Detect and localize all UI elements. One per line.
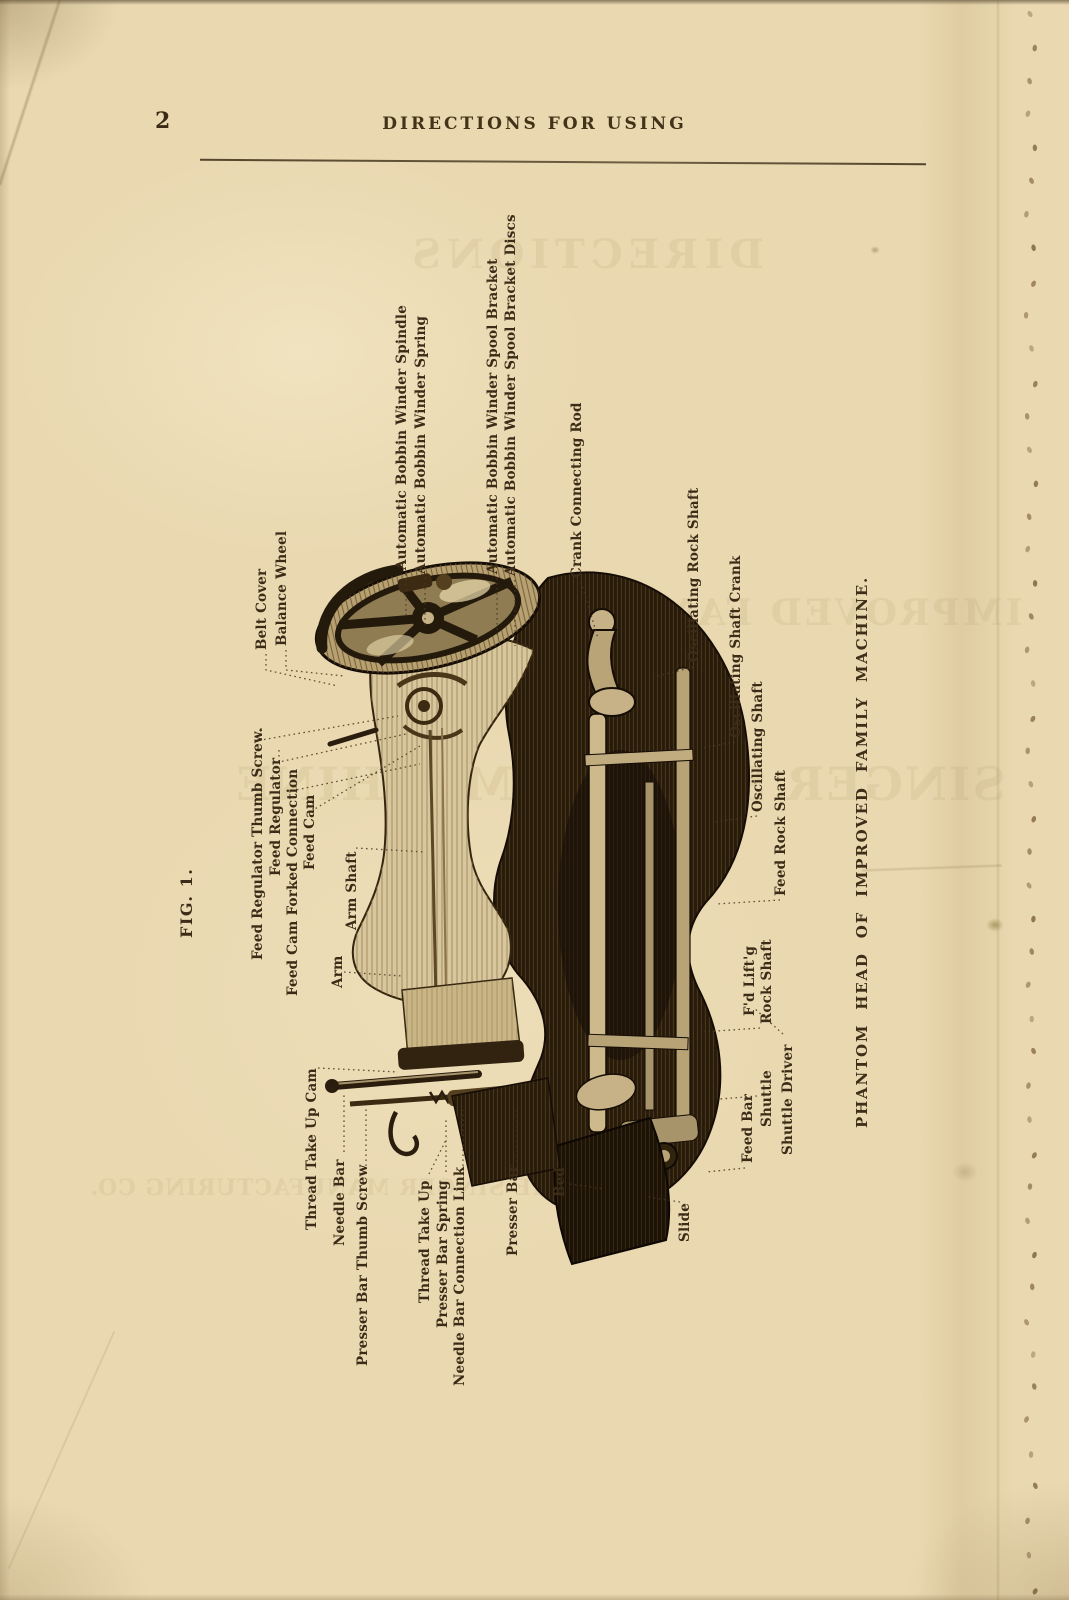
- page-header: DIRECTIONS FOR USING: [382, 114, 687, 134]
- wheel-highlight-1: [439, 579, 491, 603]
- label-bobbin-winder-spool-bracket: Automatic Bobbin Winder Spool Bracket: [485, 258, 501, 575]
- bobbin-winder-part: [397, 573, 433, 593]
- label-feed-regulator-thumb-screw: Feed Regulator Thumb Screw.: [250, 728, 266, 960]
- label-needle-bar: Needle Bar: [332, 1159, 348, 1246]
- thread-take-up-hook: [388, 1110, 419, 1157]
- needle-bar-rod: [330, 1070, 482, 1090]
- right-shaft-bar: [675, 667, 691, 1121]
- slide-plate: [553, 1116, 671, 1266]
- label-fd-liftg-rock-shaft: Rock Shaft: [759, 939, 775, 1024]
- page-number: 2: [155, 108, 171, 134]
- part-labels: Belt Cover Balance Wheel Automatic Bobbi…: [250, 214, 796, 1386]
- label-feed-regulator: Feed Regulator: [268, 757, 284, 876]
- cross-bar-lower: [587, 1033, 689, 1051]
- needle-bar-assembly: [325, 977, 561, 1187]
- feed-regulator-part: [396, 671, 468, 689]
- label-slide: Slide: [677, 1203, 693, 1242]
- oscillating-shaft-bar: [588, 713, 607, 1133]
- belt-cover-part: [316, 564, 404, 654]
- bed-front-edge: [451, 1077, 561, 1187]
- feed-cam-pin: [327, 727, 379, 747]
- label-presser-bar-spring: Presser Bar Spring: [435, 1180, 451, 1328]
- label-oscillating-shaft: Oscillating Shaft: [750, 681, 766, 812]
- cross-bar-upper: [584, 748, 694, 767]
- label-bobbin-winder-spring: Automatic Bobbin Winder Spring: [413, 315, 429, 575]
- wheel-highlight-2: [366, 634, 414, 656]
- balance-wheel: [314, 561, 542, 675]
- label-shuttle: Shuttle: [759, 1070, 775, 1127]
- arm-shaft-rod-highlight: [441, 727, 447, 999]
- forked-connection-part: [402, 724, 464, 740]
- label-feed-cam: Feed Cam: [302, 794, 318, 870]
- label-crank-connecting-rod: Crank Connecting Rod: [569, 402, 585, 578]
- label-fd-liftg: F'd Lift'g: [742, 946, 758, 1016]
- feed-cam-part: [405, 687, 443, 725]
- bed-cavity-shadow: [558, 750, 682, 1060]
- feed-cam-hub: [418, 700, 430, 712]
- figure-caption: PHANTOM HEAD OF IMPROVED FAMILY MACHINE.: [853, 576, 871, 1128]
- label-arm-shaft: Arm Shaft: [344, 851, 360, 931]
- label-shuttle-driver: Shuttle Driver: [780, 1044, 796, 1155]
- label-feed-bar: Feed Bar: [740, 1093, 756, 1163]
- label-oscillating-shaft-crank: Oscillating Shaft Crank: [728, 555, 744, 738]
- arm-shaft-rod: [428, 729, 438, 1001]
- leader-lines: [260, 574, 784, 1203]
- label-presser-bar: Presser Bar: [505, 1164, 521, 1256]
- feed-rock-shaft-bar: [644, 781, 655, 1111]
- label-oscillating-rock-shaft: Oscillating Rock Shaft: [686, 487, 702, 662]
- shuttle-part: [575, 1073, 637, 1111]
- label-balance-wheel: Balance Wheel: [274, 531, 290, 646]
- bobbin-winder-spool: [436, 574, 452, 590]
- label-thread-take-up: Thread Take Up: [417, 1180, 433, 1303]
- label-bed: Bed: [552, 1167, 568, 1197]
- machine-illustration: [314, 561, 750, 1266]
- label-feed-cam-forked-connection: Feed Cam Forked Connection: [285, 769, 301, 996]
- stitch-marks: [1023, 10, 1039, 1595]
- crank-lower-boss: [588, 687, 636, 717]
- label-thread-take-up-cam: Thread Take Up Cam: [304, 1068, 320, 1230]
- wheel-hub-center: [422, 612, 434, 624]
- label-arm: Arm: [330, 956, 346, 989]
- label-bobbin-winder-spool-bracket-discs: Automatic Bobbin Winder Spool Bracket Di…: [503, 214, 519, 577]
- needle-bar-knob: [325, 1079, 339, 1093]
- label-bobbin-winder-spindle: Automatic Bobbin Winder Spindle: [394, 305, 410, 571]
- label-feed-rock-shaft: Feed Rock Shaft: [773, 769, 789, 896]
- label-belt-cover: Belt Cover: [254, 568, 270, 650]
- figure-number: FIG. 1.: [177, 868, 196, 938]
- ghost-directions: DIRECTIONS: [406, 231, 764, 278]
- label-needle-bar-connection-link: Needle Bar Connection Link: [452, 1166, 468, 1386]
- presser-bar-rod: [349, 1093, 463, 1107]
- label-presser-bar-thumb-screw: Presser Bar Thumb Screw: [355, 1164, 371, 1366]
